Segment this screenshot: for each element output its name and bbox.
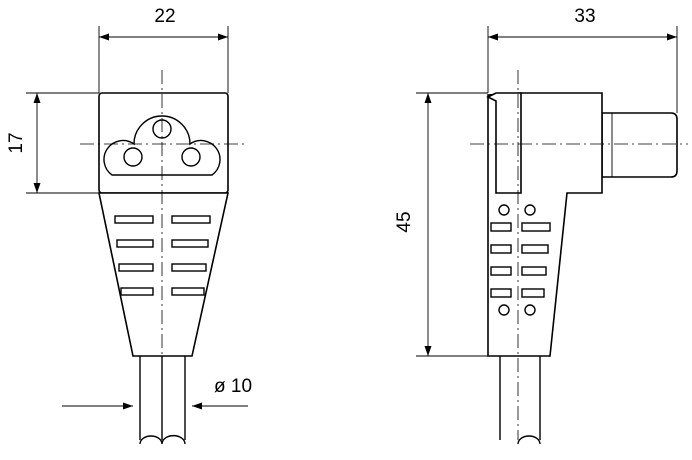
dimension-width-front: 22 (98, 6, 229, 93)
dimension-label-33: 33 (574, 6, 595, 27)
side-view: 33 45 (394, 6, 688, 445)
front-connector-head (98, 92, 229, 194)
front-cable (139, 356, 186, 445)
side-cable (499, 356, 541, 445)
front-strain-relief (98, 192, 229, 357)
dimension-height-front: 17 (6, 92, 99, 194)
side-plug-pin (601, 112, 678, 178)
dimension-label-17: 17 (6, 132, 27, 153)
socket-pin-right (181, 147, 201, 167)
socket-pin-left (123, 147, 143, 167)
dimension-label-45: 45 (394, 211, 415, 232)
side-vent-holes (498, 204, 536, 316)
side-face-plate (486, 92, 522, 194)
dimension-label-diameter-10: ø 10 (214, 376, 252, 397)
dimension-height-side: 45 (394, 92, 488, 357)
side-grip-ribs (490, 222, 551, 298)
front-grip-ribs (114, 215, 211, 296)
dimension-depth-side: 33 (487, 6, 678, 113)
dimension-label-22: 22 (154, 6, 175, 27)
cloverleaf-socket-outline (103, 115, 221, 176)
front-view: 22 17 ø 10 (6, 6, 252, 445)
dimension-cable-diameter: ø 10 (62, 376, 252, 410)
